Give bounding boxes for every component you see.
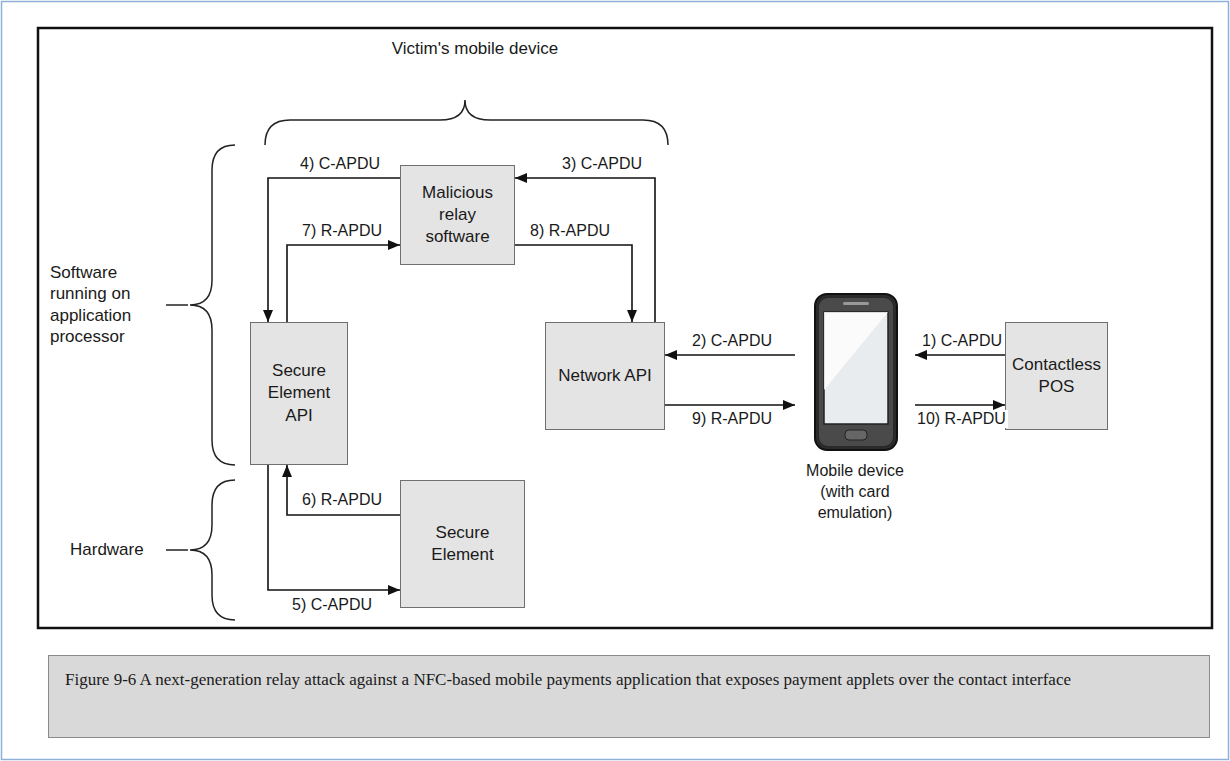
terminal-box: Contactless POS <box>1005 322 1108 430</box>
box-label: Secure Element <box>407 522 518 566</box>
hardware-box: Secure Element <box>400 480 525 608</box>
layer-label: Hardware <box>70 539 166 560</box>
phone-illustration <box>795 290 915 455</box>
brace-tick <box>166 304 188 306</box>
message-label: 6) R-APDU <box>300 491 384 509</box>
group-label: Victim's mobile device <box>365 38 585 59</box>
arrow-connector <box>515 178 655 322</box>
top-brace <box>265 100 668 145</box>
message-label: 7) R-APDU <box>300 222 384 240</box>
arrow-connector <box>915 354 1005 356</box>
message-label: 9) R-APDU <box>690 410 774 428</box>
arrow-connector <box>287 245 400 322</box>
caption-box: Figure 9-6 A next-generation relay attac… <box>48 655 1210 738</box>
message-label: 1) C-APDU <box>920 332 1004 350</box>
arrow-connector <box>915 404 1005 406</box>
box-label: Secure Element API <box>257 360 341 426</box>
message-label: 2) C-APDU <box>690 332 774 350</box>
process-box: Secure Element API <box>250 322 348 465</box>
arrow-connector <box>515 245 632 322</box>
figure-frame <box>38 28 1212 628</box>
message-label: 10) R-APDU <box>915 410 1008 428</box>
process-box: Malicious relay software <box>400 165 515 265</box>
box-label: Contactless POS <box>1012 354 1101 398</box>
brace-tick <box>166 549 188 551</box>
message-label: 3) C-APDU <box>560 155 644 173</box>
device-label: Mobile device (with card emulation) <box>795 461 915 523</box>
software-brace <box>190 145 235 465</box>
arrow-connector <box>665 404 795 406</box>
box-label: Malicious relay software <box>407 182 508 248</box>
arrow-connector <box>268 465 400 590</box>
hardware-brace <box>190 480 235 620</box>
layer-label: Software running on application processo… <box>50 262 166 347</box>
figure-caption: Figure 9-6 A next-generation relay attac… <box>65 668 1193 693</box>
message-label: 5) C-APDU <box>290 596 374 614</box>
box-label: Network API <box>558 365 652 387</box>
message-label: 8) R-APDU <box>528 222 612 240</box>
message-label: 4) C-APDU <box>298 155 382 173</box>
mobile-device: Mobile device (with card emulation) <box>795 290 915 527</box>
process-box: Network API <box>545 322 665 430</box>
arrow-connector <box>287 465 400 515</box>
arrow-connector <box>268 178 400 322</box>
arrow-connector <box>665 354 795 356</box>
